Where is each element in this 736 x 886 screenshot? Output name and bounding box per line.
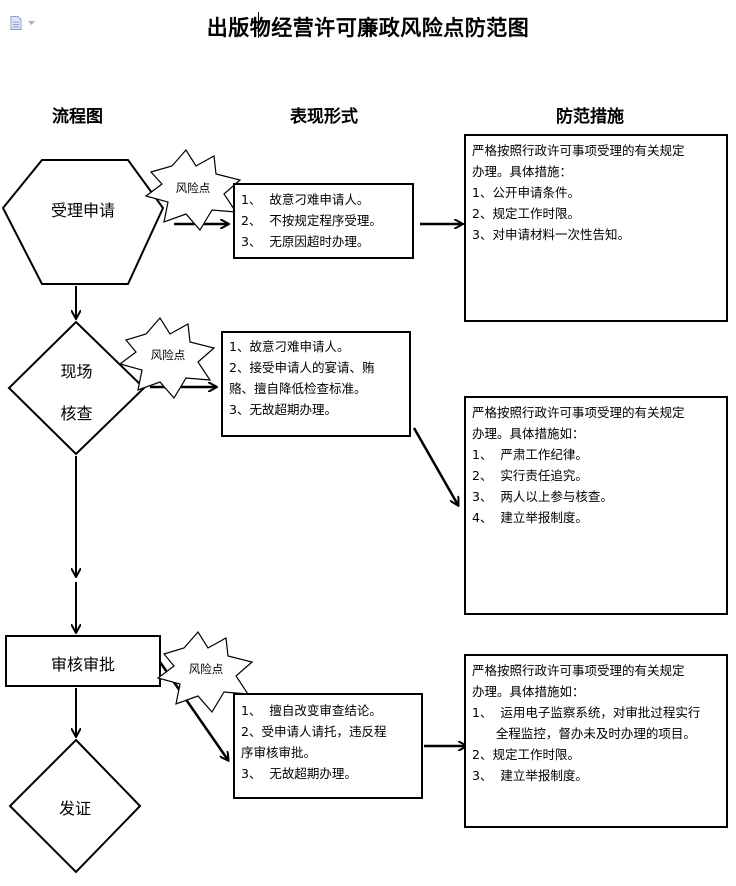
column-header-measures: 防范措施 bbox=[556, 107, 624, 127]
forms-box-1: 1、 故意刁难申请人。 2、 不按规定程序受理。 3、 无原因超时办理。 bbox=[233, 183, 414, 259]
forms-box-3: 1、 擅自改变审查结论。 2、受申请人请托，违反程 序审核审批。 3、 无故超期… bbox=[233, 693, 423, 799]
forms-3-line: 序审核审批。 bbox=[241, 745, 317, 760]
forms-2-line: 赂、擅自降低检查标准。 bbox=[229, 381, 367, 396]
chevron-down-icon bbox=[28, 21, 35, 25]
step-review-rect bbox=[5, 635, 161, 687]
arrow-forms2-to-measures2 bbox=[412, 427, 458, 505]
measures-1-line: 3、对申请材料一次性告知。 bbox=[472, 227, 630, 242]
forms-2-line: 2、接受申请人的宴请、贿 bbox=[229, 360, 375, 375]
risk-point-label-3: 风险点 bbox=[188, 662, 224, 676]
forms-3-line: 1、 擅自改变审查结论。 bbox=[241, 703, 382, 718]
measures-3-line: 3、 建立举报制度。 bbox=[472, 768, 588, 783]
measures-2-line: 3、 两人以上参与核查。 bbox=[472, 489, 613, 504]
measures-2-line: 4、 建立举报制度。 bbox=[472, 510, 588, 525]
forms-2-line: 3、无故超期办理。 bbox=[229, 402, 337, 417]
step-issue-diamond bbox=[8, 738, 142, 874]
measures-box-1: 严格按照行政许可事项受理的有关规定 办理。具体措施： 1、公开申请条件。 2、规… bbox=[464, 134, 728, 322]
step-inspect-label-line1: 现场 bbox=[60, 362, 93, 381]
measures-3-line: 1、 运用电子监察系统，对审批过程实行 bbox=[472, 705, 701, 720]
measures-3-line: 全程监控，督办未及时办理的项目。 bbox=[472, 726, 696, 741]
step-accept-label: 受理申请 bbox=[50, 201, 115, 220]
measures-2-line: 1、 严肃工作纪律。 bbox=[472, 447, 588, 462]
step-review-label: 审核审批 bbox=[50, 655, 115, 674]
measures-1-line: 办理。具体措施： bbox=[472, 164, 573, 179]
risk-point-label-1: 风险点 bbox=[175, 181, 211, 195]
measures-3-line: 严格按照行政许可事项受理的有关规定 bbox=[472, 663, 685, 678]
column-header-flow: 流程图 bbox=[52, 107, 103, 127]
measures-box-2: 严格按照行政许可事项受理的有关规定 办理。具体措施如： 1、 严肃工作纪律。 2… bbox=[464, 396, 728, 615]
risk-point-starburst-2 bbox=[118, 316, 216, 400]
forms-box-2: 1、故意刁难申请人。 2、接受申请人的宴请、贿 赂、擅自降低检查标准。 3、无故… bbox=[221, 331, 411, 437]
step-issue-label: 发证 bbox=[58, 799, 91, 818]
step-inspect-diamond bbox=[7, 320, 146, 456]
document-icon bbox=[10, 16, 22, 30]
page-title: 出版物经营许可廉政风险点防范图 bbox=[206, 15, 530, 40]
measures-2-line: 严格按照行政许可事项受理的有关规定 bbox=[472, 405, 685, 420]
forms-1-line: 3、 无原因超时办理。 bbox=[241, 234, 370, 249]
measures-box-3: 严格按照行政许可事项受理的有关规定 办理。具体措施如： 1、 运用电子监察系统，… bbox=[464, 654, 728, 828]
step-inspect-label-line2: 核查 bbox=[60, 404, 93, 423]
forms-1-line: 1、 故意刁难申请人。 bbox=[241, 192, 370, 207]
measures-3-line: 办理。具体措施如： bbox=[472, 684, 585, 699]
measures-2-line: 办理。具体措施如： bbox=[472, 426, 585, 441]
measures-3-line: 2、规定工作时限。 bbox=[472, 747, 580, 762]
measures-1-line: 严格按照行政许可事项受理的有关规定 bbox=[472, 143, 685, 158]
risk-point-label-2: 风险点 bbox=[150, 348, 186, 362]
measures-1-line: 2、规定工作时限。 bbox=[472, 206, 580, 221]
measures-1-line: 1、公开申请条件。 bbox=[472, 185, 580, 200]
text-cursor bbox=[258, 12, 259, 38]
forms-3-line: 3、 无故超期办理。 bbox=[241, 766, 357, 781]
forms-3-line: 2、受申请人请托，违反程 bbox=[241, 724, 387, 739]
column-header-forms: 表现形式 bbox=[290, 107, 358, 127]
forms-2-line: 1、故意刁难申请人。 bbox=[229, 339, 350, 354]
forms-1-line: 2、 不按规定程序受理。 bbox=[241, 213, 382, 228]
step-accept-hexagon bbox=[1, 159, 165, 285]
measures-2-line: 2、 实行责任追究。 bbox=[472, 468, 588, 483]
